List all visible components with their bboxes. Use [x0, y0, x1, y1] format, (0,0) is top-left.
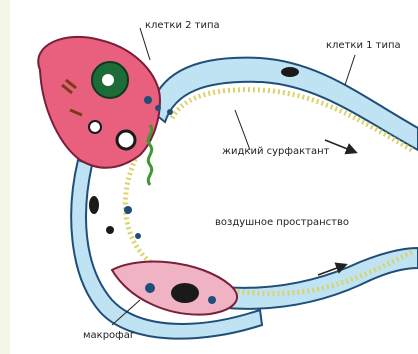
type1-nucleus-2 [89, 196, 99, 214]
macrophage-nucleus [171, 283, 199, 303]
vesicle-5 [135, 233, 141, 239]
pointer-type2 [140, 28, 150, 60]
vesicle-4 [124, 206, 132, 214]
pointer-type1 [345, 55, 355, 85]
macrophage-vacuole-1 [145, 283, 155, 293]
type2-nucleolus [102, 74, 114, 86]
vesicle-3 [167, 109, 173, 115]
airflow-arrow-upper [325, 140, 355, 152]
label-macrophage: макрофаг [83, 330, 135, 341]
macrophage-vacuole-2 [208, 296, 216, 304]
pointer-surfactant [235, 110, 250, 150]
type2-cell [38, 37, 160, 168]
alveolar-wall-left [71, 160, 262, 339]
type1-nucleus-1 [281, 67, 299, 77]
lamellar-body-1 [89, 121, 101, 133]
vesicle-2 [155, 105, 161, 111]
label-liquid-surfactant: жидкий сурфактант [222, 146, 329, 157]
lamellar-body-2 [117, 131, 135, 149]
vesicle-1 [144, 96, 152, 104]
label-type1-cells: клетки 1 типа [326, 40, 401, 51]
label-air-space: воздушное пространство [215, 217, 349, 228]
label-type2-cells: клетки 2 типа [145, 20, 220, 31]
vesicle-6 [106, 226, 114, 234]
